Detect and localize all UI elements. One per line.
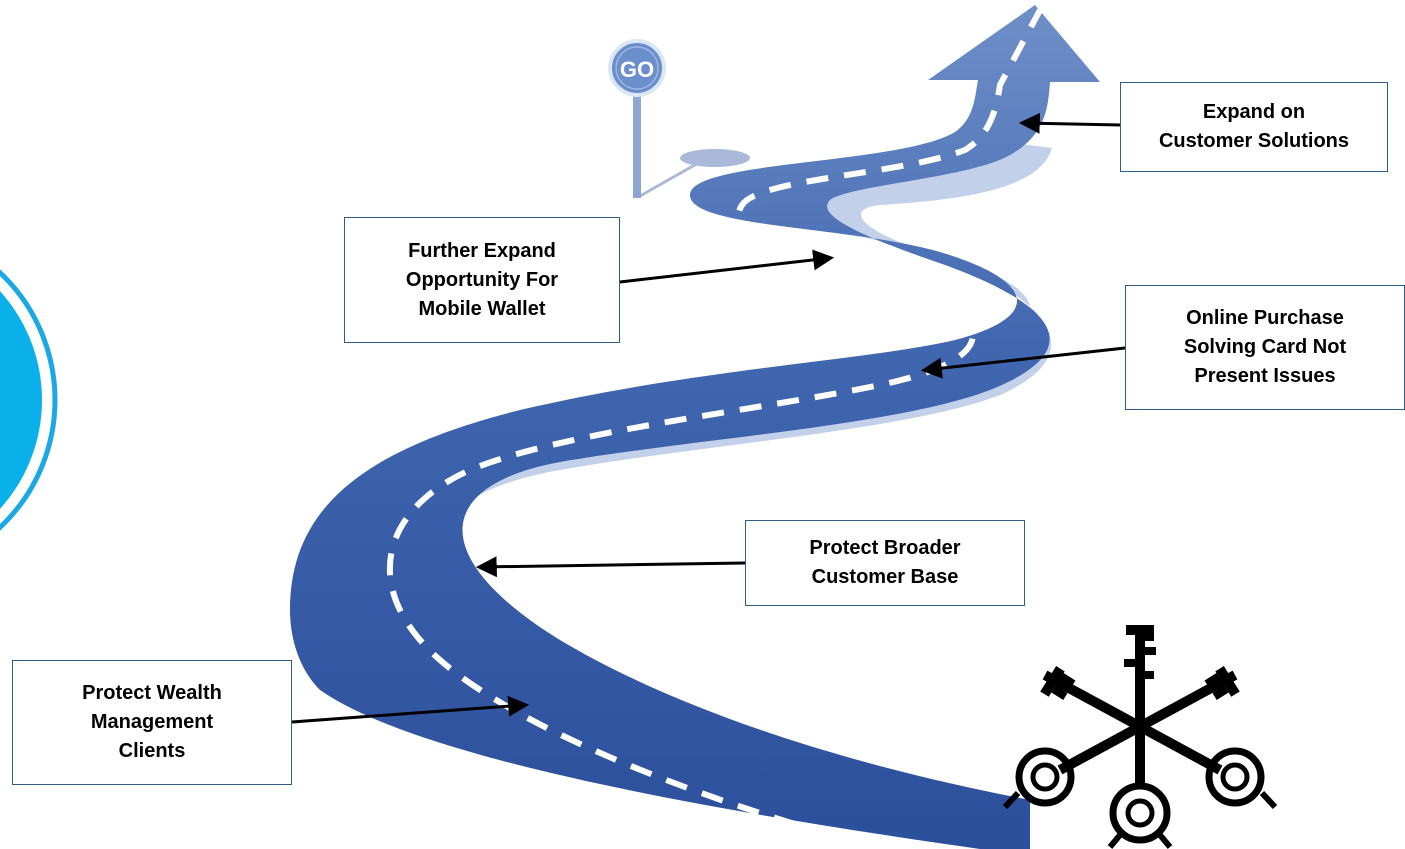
callout-protect-broader-customer-base: Protect Broader Customer Base <box>745 520 1025 606</box>
callout-expand-customer-solutions: Expand on Customer Solutions <box>1120 82 1388 172</box>
three-keys-logo <box>1002 625 1278 849</box>
arrow-expand <box>1018 112 1121 134</box>
callout-online-purchase: Online Purchase Solving Card Not Present… <box>1125 285 1405 410</box>
arrow-protect-broader <box>475 556 746 578</box>
arrow-online <box>920 346 1126 379</box>
go-sign-text: GO <box>620 57 654 82</box>
road-center-line <box>386 8 1043 848</box>
callout-protect-wealth-management: Protect Wealth Management Clients <box>12 660 292 785</box>
go-sign: GO <box>608 39 750 198</box>
circle-decoration <box>0 269 58 531</box>
callout-mobile-wallet: Further Expand Opportunity For Mobile Wa… <box>344 217 620 343</box>
arrow-wealth <box>291 695 530 724</box>
connector-arrows <box>291 112 1126 724</box>
arrow-further <box>619 249 835 284</box>
road <box>290 5 1100 849</box>
